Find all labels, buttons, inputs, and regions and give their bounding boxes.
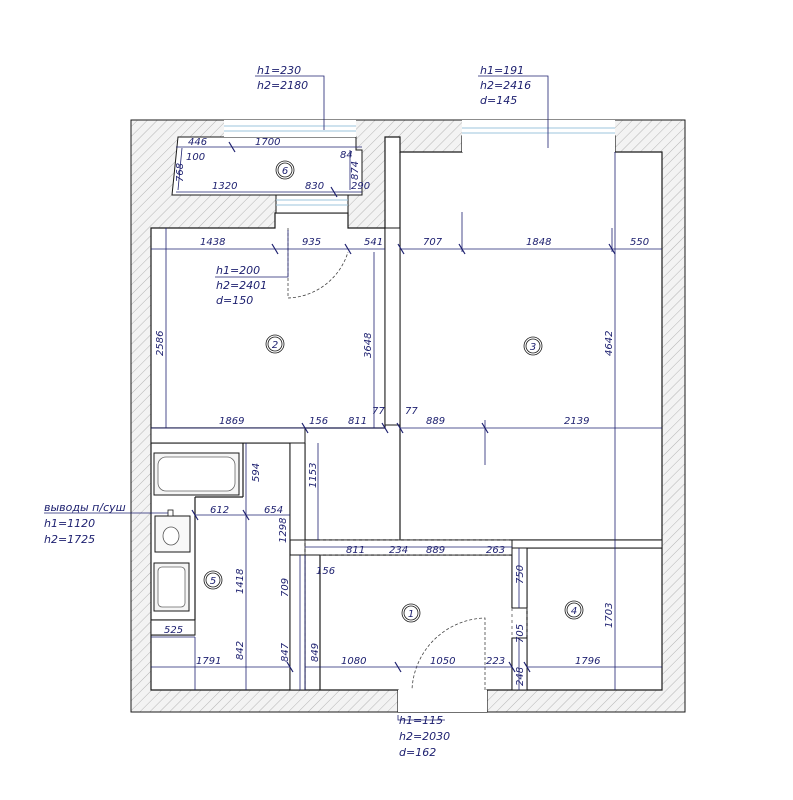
dim-label: 1848: [526, 237, 551, 248]
callout-room2-door: h1=200 h2=2401 d=150: [216, 264, 267, 307]
dim-label: 1438: [200, 237, 225, 248]
dim-label: 2139: [564, 416, 589, 427]
dim-label: 156: [309, 416, 328, 427]
dim-label: 874: [350, 161, 361, 180]
callout-h2: h2=1725: [44, 533, 95, 546]
dim-label: 550: [630, 237, 649, 248]
dim-label: 1796: [575, 656, 600, 667]
callout-room3-window: h1=191 h2=2416 d=145: [480, 64, 531, 107]
room-number-4: 4: [571, 606, 577, 617]
dim-label: 77: [372, 406, 385, 417]
callout-dryer-outlet: выводы п/суш h1=1120 h2=1725: [44, 501, 126, 546]
callout-h2: h2=2401: [216, 279, 267, 292]
callout-title: выводы п/суш: [44, 501, 126, 514]
room-number-1: 1: [408, 609, 414, 620]
dim-label: 223: [486, 656, 505, 667]
dim-label: 263: [486, 545, 505, 556]
dim-label: 889: [426, 416, 445, 427]
dim-label: 1298: [278, 518, 289, 543]
dryer-outlet-icon: [167, 509, 174, 517]
wall-thickness: [150, 227, 663, 691]
door-swings: [287, 228, 486, 691]
callout-h2: h2=2030: [399, 730, 450, 743]
toilet: [154, 515, 191, 553]
room-number-3: 3: [530, 342, 536, 353]
dim-label: 446: [188, 137, 207, 148]
dim-label: 1791: [196, 656, 221, 667]
dim-label: 2586: [155, 331, 166, 356]
dim-label: 541: [364, 237, 383, 248]
dim-label: 525: [164, 625, 183, 636]
callout-h1: h1=230: [257, 64, 301, 77]
leader-lines: [44, 75, 549, 721]
dim-label: 1153: [308, 463, 319, 488]
callout-h2: h2=2180: [257, 79, 308, 92]
dim-label: 709: [280, 578, 291, 597]
dim-label: 3648: [363, 333, 374, 358]
shower-tray: [153, 562, 190, 612]
dim-label: 842: [235, 641, 246, 660]
dimension-lines: [151, 146, 662, 690]
callout-d: d=150: [216, 294, 253, 307]
dimension-ticks: [191, 141, 616, 673]
room-markers: [203, 160, 584, 623]
dim-label: 768: [175, 163, 186, 182]
dim-label: 705: [515, 624, 526, 643]
dim-label: 77: [405, 406, 418, 417]
dim-label: 1418: [235, 569, 246, 594]
dim-label: 4642: [604, 331, 615, 356]
callout-h1: h1=191: [480, 64, 524, 77]
callout-h1: h1=1120: [44, 517, 95, 530]
dim-label: 654: [264, 505, 283, 516]
dim-label: 290: [351, 181, 370, 192]
callout-h1: h1=200: [216, 264, 260, 277]
callout-h2: h2=2416: [480, 79, 531, 92]
dim-label: 1703: [604, 603, 615, 628]
exterior-walls: [130, 119, 686, 713]
dim-label: 811: [346, 545, 365, 556]
dim-label: 935: [302, 237, 321, 248]
dim-label: 234: [389, 545, 408, 556]
callout-d: d=145: [480, 94, 517, 107]
dim-label: 156: [316, 566, 335, 577]
bathtub: [153, 452, 240, 496]
window-glazing: [224, 125, 615, 206]
dim-label: 100: [186, 152, 205, 163]
dim-label: 248: [515, 667, 526, 686]
room-number-2: 2: [272, 340, 278, 351]
dim-label: 750: [515, 565, 526, 584]
dim-label: 1700: [255, 137, 280, 148]
dim-label: 707: [423, 237, 443, 248]
callout-h1: h1=115: [399, 714, 443, 727]
room-number-6: 6: [282, 166, 288, 177]
dimension-labels: 446 1700 100 84 768 874 1320 830 290 143…: [155, 137, 649, 686]
dim-label: 847: [280, 642, 291, 662]
room-number-5: 5: [210, 576, 216, 587]
dim-label: 889: [426, 545, 445, 556]
dim-label: 594: [251, 463, 262, 482]
callout-balcony-window: h1=230 h2=2180: [257, 64, 308, 92]
dim-label: 811: [348, 416, 367, 427]
dim-label: 1869: [219, 416, 244, 427]
dim-label: 612: [210, 505, 229, 516]
dim-label: 1320: [212, 181, 237, 192]
callout-entrance-door: h1=115 h2=2030 d=162: [399, 714, 450, 759]
dim-label: 849: [310, 643, 321, 662]
dim-label: 1050: [430, 656, 455, 667]
callout-d: d=162: [399, 746, 436, 759]
dim-label: 830: [305, 181, 324, 192]
dim-label: 1080: [341, 656, 366, 667]
dim-label: 84: [340, 150, 353, 161]
